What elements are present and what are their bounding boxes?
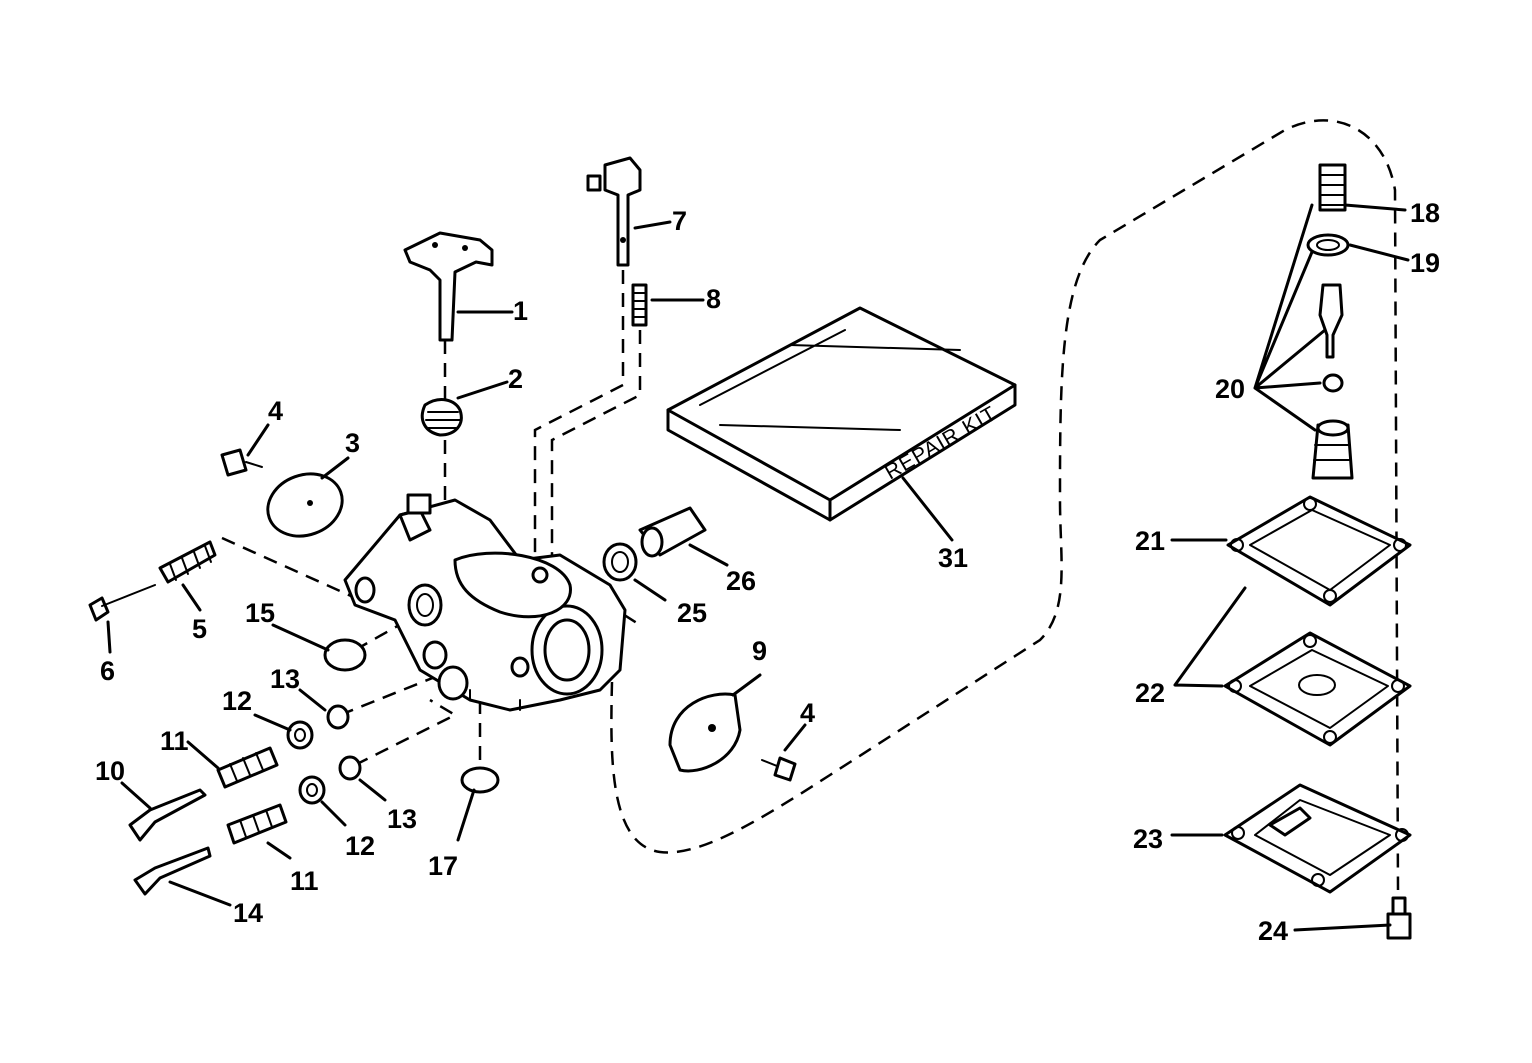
part-20-needle-seat bbox=[1311, 419, 1354, 480]
align-line-5 bbox=[221, 536, 361, 602]
part-2-torsion-spring bbox=[420, 398, 463, 437]
callout-4-upper: 4 bbox=[268, 396, 283, 426]
part-14-needle-screw bbox=[133, 846, 212, 896]
part-13-o-ring-lower bbox=[338, 755, 362, 781]
part-23-diaphragm-cover bbox=[1223, 783, 1412, 894]
part-18-spring bbox=[1318, 163, 1347, 212]
callout-11-upper: 11 bbox=[160, 726, 189, 756]
part-8-spring bbox=[631, 283, 648, 327]
leader-lines bbox=[106, 203, 1410, 932]
callout-21: 21 bbox=[1135, 526, 1165, 556]
callout-10: 10 bbox=[95, 756, 125, 786]
callout-labels: 1 2 3 4 4 5 6 7 8 9 10 11 11 12 12 13 13… bbox=[95, 198, 1440, 946]
part-11-spring-lower bbox=[226, 803, 288, 845]
callout-19: 19 bbox=[1410, 248, 1440, 278]
callout-24: 24 bbox=[1258, 916, 1288, 946]
callout-26: 26 bbox=[726, 566, 756, 596]
callout-2: 2 bbox=[508, 364, 523, 394]
callout-12-lower: 12 bbox=[345, 831, 375, 861]
part-31-repair-kit-box: REPAIR KIT bbox=[666, 306, 1017, 522]
part-15-welch-plug bbox=[323, 638, 367, 672]
callout-25: 25 bbox=[677, 598, 707, 628]
callout-17: 17 bbox=[428, 851, 458, 881]
part-26-fuel-fitting bbox=[638, 506, 707, 558]
callout-31: 31 bbox=[938, 543, 968, 573]
callout-12-upper: 12 bbox=[222, 686, 252, 716]
part-10-mixture-needle bbox=[128, 788, 207, 842]
callout-7: 7 bbox=[672, 206, 687, 236]
carburetor-body bbox=[343, 493, 627, 712]
callout-18: 18 bbox=[1410, 198, 1440, 228]
part-12-washer-lower bbox=[298, 775, 326, 805]
callout-15: 15 bbox=[245, 598, 275, 628]
callout-1: 1 bbox=[513, 296, 528, 326]
part-3-throttle-plate bbox=[266, 472, 344, 538]
callout-6: 6 bbox=[100, 656, 115, 686]
part-7-choke-shaft bbox=[586, 156, 642, 267]
part-4-screw-lower bbox=[761, 756, 797, 782]
part-13-o-ring-upper bbox=[326, 704, 350, 730]
part-6-screw bbox=[88, 584, 156, 622]
part-21-gasket bbox=[1226, 495, 1412, 607]
align-line-7 bbox=[533, 270, 625, 575]
align-line-8 bbox=[550, 330, 642, 575]
part-1-throttle-lever bbox=[403, 231, 494, 342]
part-19-washer bbox=[1306, 233, 1350, 257]
callout-13-upper: 13 bbox=[270, 664, 300, 694]
callout-5: 5 bbox=[192, 614, 207, 644]
part-5-spring bbox=[158, 540, 217, 584]
part-4-screw-upper bbox=[220, 448, 263, 477]
part-17-plug bbox=[460, 766, 500, 794]
callout-14: 14 bbox=[233, 898, 263, 928]
kit-boundary-dashed bbox=[610, 119, 1400, 891]
align-line-13b bbox=[354, 698, 458, 767]
callout-3: 3 bbox=[345, 428, 360, 458]
callout-9: 9 bbox=[752, 636, 767, 666]
callout-11-lower: 11 bbox=[290, 866, 319, 896]
part-20-inlet-needle bbox=[1318, 283, 1344, 359]
part-11-spring-upper bbox=[216, 746, 279, 789]
part-22-diaphragm bbox=[1223, 631, 1412, 747]
callout-13-lower: 13 bbox=[387, 804, 417, 834]
part-25-seal bbox=[602, 542, 638, 582]
part-12-washer-upper bbox=[286, 720, 314, 750]
part-9-choke-plate bbox=[668, 692, 742, 773]
part-20-seat-ring bbox=[1322, 373, 1344, 393]
align-line-13a bbox=[339, 673, 441, 717]
callout-4-lower: 4 bbox=[800, 698, 815, 728]
callout-20: 20 bbox=[1215, 374, 1245, 404]
callout-8: 8 bbox=[706, 284, 721, 314]
part-24-screw bbox=[1386, 896, 1412, 940]
callout-23: 23 bbox=[1133, 824, 1163, 854]
callout-22: 22 bbox=[1135, 678, 1165, 708]
